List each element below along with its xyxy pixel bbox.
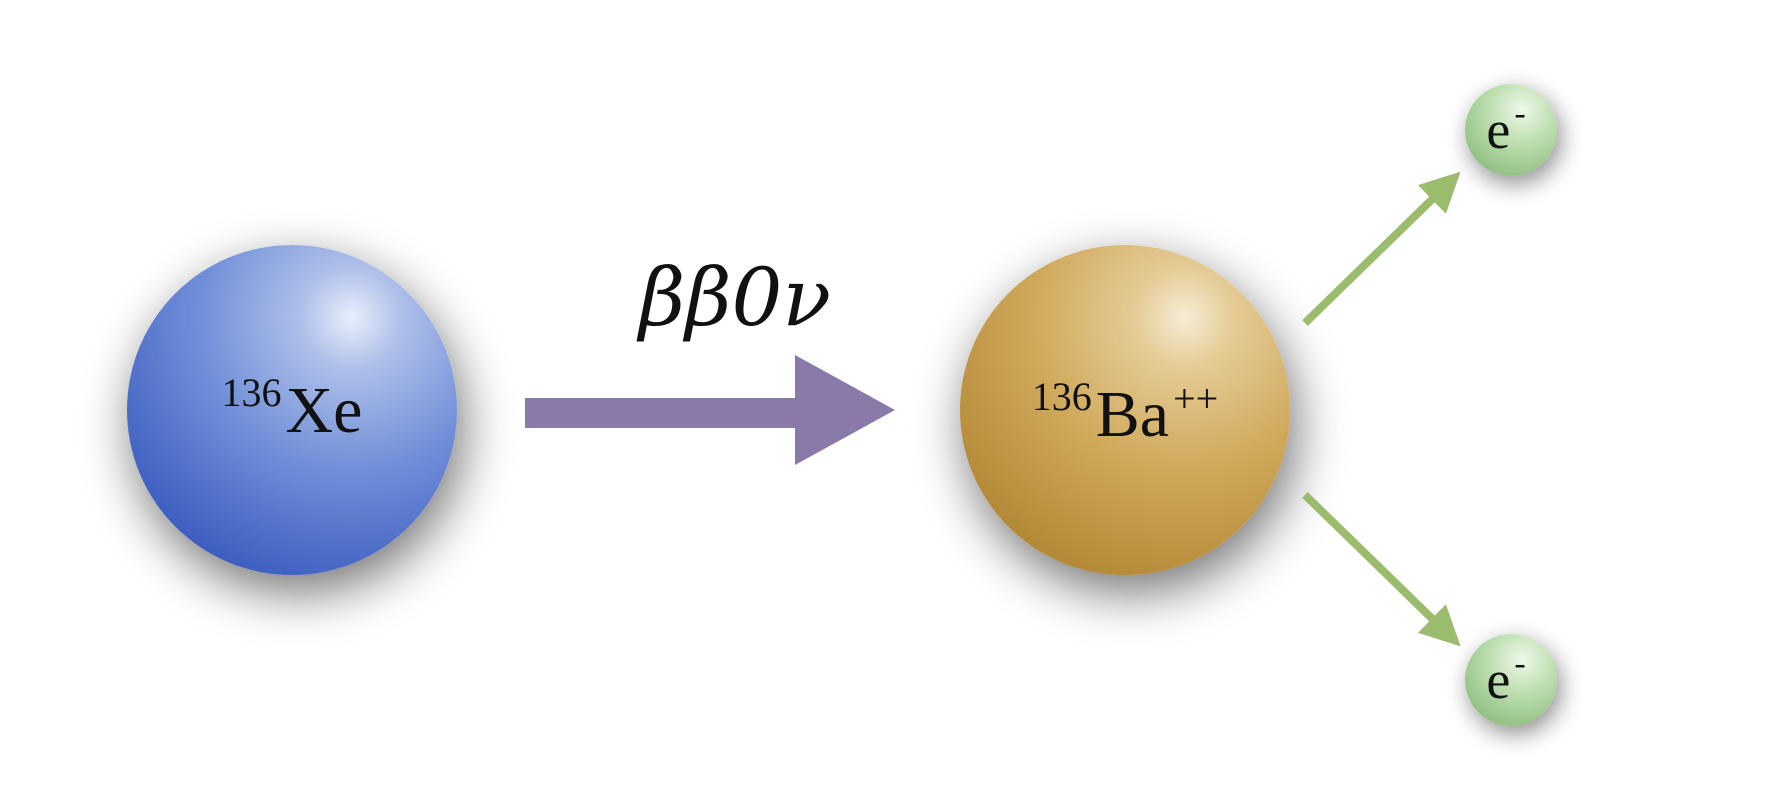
electron-charge: - — [1514, 95, 1525, 132]
barium-symbol: Ba — [1096, 378, 1169, 451]
barium-sphere — [960, 245, 1290, 575]
barium-136-ion: 136 Ba ++ — [960, 245, 1290, 575]
barium-charge: ++ — [1173, 376, 1218, 421]
electron-label: e - — [1486, 95, 1525, 160]
electron-sphere — [1465, 84, 1557, 176]
electron-symbol: e — [1486, 650, 1510, 710]
barium-mass-number: 136 — [1032, 374, 1092, 419]
xenon-sphere — [127, 245, 457, 575]
emission-arrow-lower — [1302, 492, 1461, 647]
electron-upper: e - — [1465, 84, 1557, 176]
electron-lower: e - — [1465, 634, 1557, 726]
decay-process: ββ0ν — [525, 251, 895, 465]
emission-arrow-upper — [1302, 171, 1461, 326]
electron-charge: - — [1514, 645, 1525, 682]
barium-label: 136 Ba ++ — [1032, 374, 1218, 451]
xenon-mass-number: 136 — [222, 370, 282, 415]
electron-symbol: e — [1486, 100, 1510, 160]
process-arrow — [525, 355, 895, 465]
process-label: ββ0ν — [636, 251, 831, 344]
xenon-label: 136 Xe — [222, 370, 363, 447]
electron-sphere — [1465, 634, 1557, 726]
xenon-136-nucleus: 136 Xe — [127, 245, 457, 575]
electron-label: e - — [1486, 645, 1525, 710]
xenon-symbol: Xe — [286, 374, 363, 447]
